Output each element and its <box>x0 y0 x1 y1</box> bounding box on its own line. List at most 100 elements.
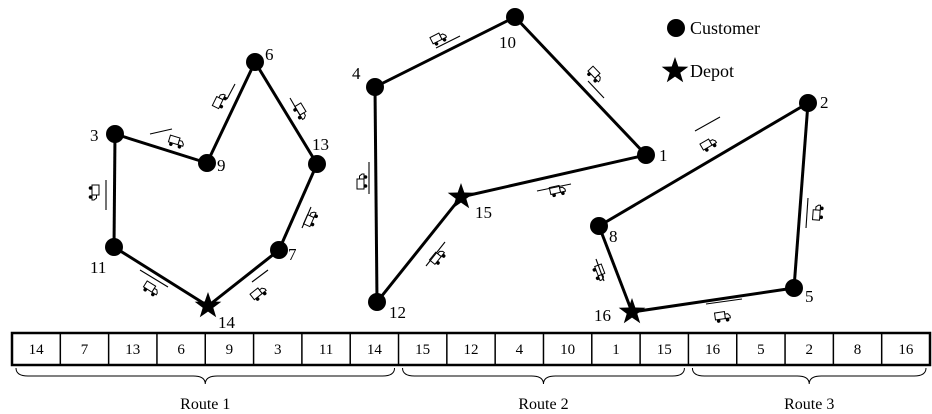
edge-8-16 <box>597 225 634 313</box>
edge-15-12 <box>375 196 463 303</box>
sequence-cell: 16 <box>705 342 721 358</box>
sequence-cell: 2 <box>805 342 813 358</box>
edge-12-4 <box>373 86 379 303</box>
customer-node-10 <box>506 8 524 26</box>
edge-13-6 <box>253 61 319 165</box>
sequence-cell: 14 <box>29 342 45 358</box>
edge-9-3 <box>114 132 208 165</box>
node-labels: 1 2 3 4 5 6 7 8 9 10 11 12 13 14 15 16 <box>90 33 829 332</box>
node-label-4: 4 <box>352 64 361 83</box>
sequence-cell: 16 <box>898 342 914 358</box>
route-brace <box>691 367 927 385</box>
truck-icon <box>429 30 449 48</box>
truck-icon <box>166 134 186 150</box>
node-label-12: 12 <box>389 303 406 322</box>
edge-16-5 <box>631 286 795 314</box>
direction-arrow-icon <box>139 269 169 288</box>
sequence-frame <box>10 331 932 367</box>
edge-7-13 <box>277 163 319 251</box>
direction-arrow-icon <box>425 241 446 267</box>
route-edges <box>112 15 810 314</box>
direction-arrow-icon <box>595 258 605 282</box>
legend-depot-label: Depot <box>690 61 734 81</box>
truck-icon <box>699 136 719 154</box>
node-label-15: 15 <box>475 203 492 222</box>
depot-star-16 <box>618 298 646 324</box>
direction-arrow-icon <box>805 197 809 229</box>
direction-arrow-icon <box>694 116 721 132</box>
truck-icon <box>211 91 229 111</box>
node-label-10: 10 <box>499 33 516 52</box>
node-label-14: 14 <box>218 313 236 332</box>
customer-node-2 <box>799 94 817 112</box>
sequence-cell: 15 <box>415 342 430 358</box>
sequence-cell: 5 <box>757 342 765 358</box>
edge-3-11 <box>112 133 117 248</box>
sequence-cell: 8 <box>854 342 862 358</box>
sequence-cell: 3 <box>274 342 282 358</box>
truck-icon <box>88 184 100 201</box>
direction-arrow-icon <box>587 80 605 99</box>
node-label-8: 8 <box>609 227 618 246</box>
route-label: Route 3 <box>784 396 834 413</box>
customer-node-4 <box>366 78 384 96</box>
customer-node-6 <box>246 53 264 71</box>
truck-icon <box>141 280 161 299</box>
node-label-11: 11 <box>90 258 106 277</box>
sequence-cell: 4 <box>516 342 524 358</box>
customer-node-5 <box>785 279 803 297</box>
direction-arrow-icon <box>435 35 461 49</box>
edge-5-2 <box>792 102 810 289</box>
depot-star-15 <box>447 183 475 209</box>
route-direction-markers <box>88 30 825 324</box>
customer-node-12 <box>368 293 386 311</box>
route-label: Route 2 <box>518 396 568 413</box>
node-label-9: 9 <box>217 156 226 175</box>
route-label: Route 1 <box>180 396 230 413</box>
customer-node-9 <box>198 154 216 172</box>
direction-arrow-icon <box>301 206 312 229</box>
sequence-cell: 6 <box>177 342 185 358</box>
legend: Customer Depot <box>661 18 760 83</box>
customer-node-3 <box>106 125 124 143</box>
route-brace <box>15 367 396 385</box>
sequence-cell: 9 <box>226 342 234 358</box>
edge-14-7 <box>207 248 280 308</box>
direction-arrow-icon <box>149 128 173 135</box>
truck-icon <box>714 310 732 324</box>
direction-arrow-icon <box>226 83 236 100</box>
edge-10-1 <box>513 15 648 157</box>
sequence-cell: 7 <box>81 342 89 358</box>
edge-2-8 <box>598 101 809 228</box>
node-label-16: 16 <box>594 306 611 325</box>
customer-node-11 <box>105 238 123 256</box>
truck-icon <box>249 284 269 303</box>
truck-icon <box>356 173 368 190</box>
sequence-cell: 1 <box>612 342 620 358</box>
customer-node-1 <box>637 146 655 164</box>
edge-4-10 <box>374 15 516 89</box>
sequence-cell: 11 <box>319 342 333 358</box>
direction-arrow-icon <box>536 183 572 192</box>
node-label-5: 5 <box>805 287 814 306</box>
direction-arrow-icon <box>289 97 302 118</box>
depot-nodes <box>194 183 646 324</box>
edge-6-9 <box>205 61 257 164</box>
depot-star-icon <box>661 57 689 83</box>
node-label-7: 7 <box>288 245 297 264</box>
route-brace <box>402 367 685 385</box>
direction-arrow-icon <box>251 269 269 283</box>
node-label-3: 3 <box>90 126 99 145</box>
node-label-6: 6 <box>265 45 274 64</box>
sequence-cell: 15 <box>657 342 672 358</box>
sequence-cell: 13 <box>125 342 140 358</box>
route-braces: Route 1 Route 2 Route 3 <box>15 367 927 413</box>
customer-nodes <box>105 8 817 311</box>
direction-arrow-icon <box>705 298 743 305</box>
sequence-cell: 12 <box>464 342 479 358</box>
sequence-cell: 10 <box>560 342 575 358</box>
node-label-13: 13 <box>312 135 329 154</box>
customer-dot-icon <box>667 19 685 37</box>
